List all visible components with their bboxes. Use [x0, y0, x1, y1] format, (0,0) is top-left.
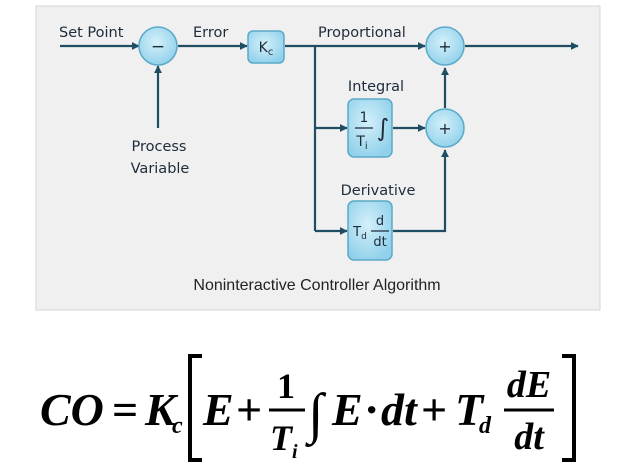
eq-co: CO — [40, 384, 104, 435]
derivative-t-sub: d — [361, 232, 367, 242]
eq-dt1: dt — [381, 384, 418, 435]
svg-text:Td: Td — [352, 225, 367, 242]
derivative-dt: dt — [373, 235, 386, 250]
label-variable: Variable — [131, 161, 190, 177]
label-proportional: Proportional — [318, 25, 406, 41]
eq-equals: = — [112, 384, 138, 435]
eq-plus1: + — [236, 384, 262, 435]
eq-td: T — [455, 384, 485, 435]
diagram-panel — [35, 5, 601, 311]
eq-de: dE — [507, 364, 551, 406]
eq-k-sub: c — [172, 413, 183, 439]
diagram-caption: Noninteractive Controller Algorithm — [193, 277, 440, 294]
summing-junction-minus: − — [138, 26, 178, 66]
pid-equation: CO = K c E + 1 T i ∫ E · dt + T d dE dt — [40, 354, 576, 463]
minus-sign: − — [151, 37, 165, 57]
summing-junction-top: + — [425, 26, 465, 66]
gain-block: Kc — [247, 30, 285, 64]
label-derivative: Derivative — [341, 183, 416, 199]
plus-sign-top: + — [438, 37, 451, 56]
eq-dt2: dt — [514, 416, 545, 458]
eq-plus2: + — [421, 384, 447, 435]
integral-one: 1 — [360, 110, 369, 126]
eq-e2: E — [331, 384, 363, 435]
integral-t-sub: i — [365, 141, 368, 152]
label-process: Process — [131, 139, 186, 155]
integral-t: T — [355, 134, 365, 150]
label-error: Error — [193, 25, 228, 41]
eq-left-bracket — [188, 354, 202, 462]
eq-e1: E — [202, 384, 234, 435]
gain-sub: c — [268, 47, 274, 58]
plus-sign-mid: + — [438, 119, 451, 138]
eq-one: 1 — [277, 366, 295, 406]
signal-lines — [60, 42, 579, 235]
gain-k: K — [259, 40, 269, 56]
derivative-t: T — [352, 225, 361, 240]
integral-block: 1 Ti ∫ — [347, 98, 393, 158]
label-integral: Integral — [348, 79, 404, 95]
derivative-to-sum — [393, 149, 449, 233]
eq-td-sub: d — [479, 413, 492, 439]
derivative-block: Td d dt — [347, 200, 393, 261]
eq-integral: ∫ — [305, 383, 327, 448]
eq-dot: · — [364, 384, 379, 435]
eq-right-bracket — [562, 354, 576, 462]
derivative-d: d — [376, 214, 384, 229]
eq-k: K — [144, 384, 179, 435]
svg-text:Kc: Kc — [259, 40, 274, 58]
summing-junction-mid: + — [425, 108, 465, 148]
eq-ti-sub: i — [292, 441, 298, 463]
eq-ti: T — [270, 418, 294, 458]
label-set-point: Set Point — [59, 25, 124, 41]
integral-symbol: ∫ — [377, 114, 390, 142]
svg-text:Ti: Ti — [355, 134, 367, 152]
